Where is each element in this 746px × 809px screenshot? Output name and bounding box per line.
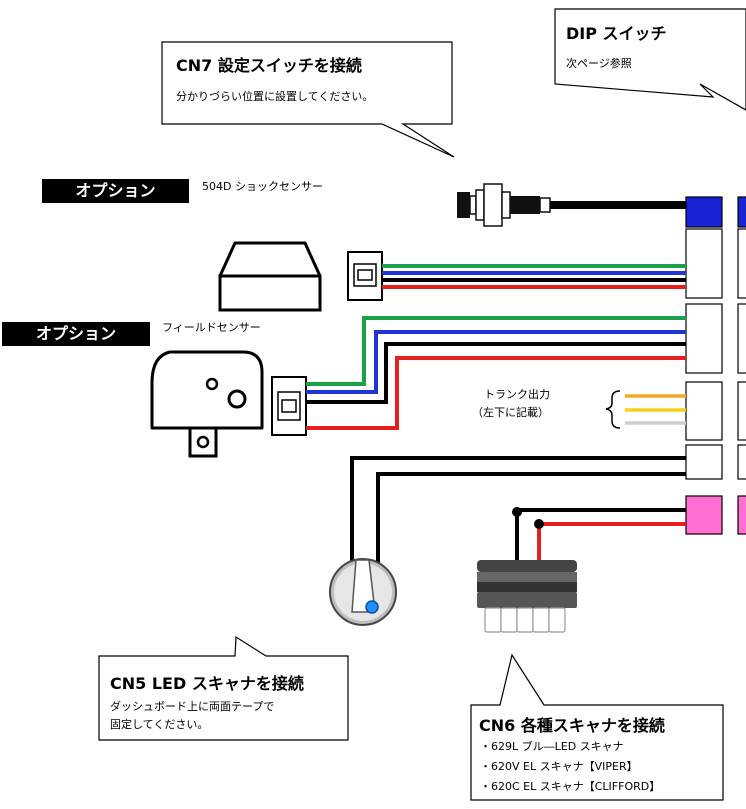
- cn7-title: CN7 設定スイッチを接続: [176, 56, 362, 75]
- connector-cn5: [685, 444, 746, 480]
- wire-junction-red: [534, 519, 544, 529]
- field-sensor-icon: [150, 350, 264, 458]
- led-scanner-icon: [329, 558, 397, 626]
- cn6-item-620c: ・620C EL スキャナ【CLIFFORD】: [480, 780, 661, 793]
- cn5-title: CN5 LED スキャナを接続: [110, 674, 304, 693]
- cn5-wires: [350, 456, 686, 590]
- field-sensor-plug: [271, 376, 307, 436]
- trunk-brace: [605, 390, 621, 429]
- dip-title: DIP スイッチ: [566, 24, 667, 43]
- cn6-title: CN6 各種スキャナを接続: [479, 716, 665, 735]
- dip-callout-box: [554, 8, 746, 111]
- shock-sensor-label: 504D ショックセンサー: [202, 180, 323, 193]
- connector-field: [685, 303, 746, 374]
- scanner-module-icon: [477, 560, 577, 633]
- shock-sensor-wires: [382, 264, 686, 289]
- wire-junction-black: [512, 507, 522, 517]
- option-badge-field: オプション: [2, 322, 150, 346]
- cn5-description-line1: ダッシュボード上に両面テープで: [110, 700, 275, 713]
- dip-description: 次ページ参照: [566, 57, 632, 70]
- cn6-wires: [515, 508, 686, 560]
- cn5-description-line2: 固定してください。: [110, 718, 209, 731]
- field-sensor-wires: [306, 316, 686, 430]
- cn6-item-629l: ・629L ブル―LED スキャナ: [480, 740, 624, 753]
- shock-sensor-icon: [218, 241, 322, 312]
- option-badge-shock: オプション: [42, 179, 189, 203]
- cn6-item-620v: ・620V EL スキャナ【VIPER】: [480, 760, 638, 773]
- switch-cable: [550, 201, 686, 209]
- connector-cn7: [685, 196, 746, 228]
- connector-cn6: [685, 495, 746, 535]
- field-sensor-label: フィールドセンサー: [162, 321, 261, 334]
- setting-switch-icon: [457, 183, 551, 227]
- cn6-callout-box: [470, 653, 724, 801]
- trunk-output-label: トランク出力: [484, 388, 550, 401]
- connector-shock: [685, 228, 746, 299]
- connector-trunk: [685, 381, 746, 441]
- trunk-output-note: （左下に記載）: [472, 406, 549, 419]
- shock-sensor-plug: [347, 251, 383, 301]
- cn5-callout-box: [98, 635, 349, 741]
- cn7-description: 分かりづらい位置に設置してください。: [176, 90, 374, 103]
- cn7-callout-box: [161, 41, 455, 158]
- trunk-output-wires: [625, 394, 686, 425]
